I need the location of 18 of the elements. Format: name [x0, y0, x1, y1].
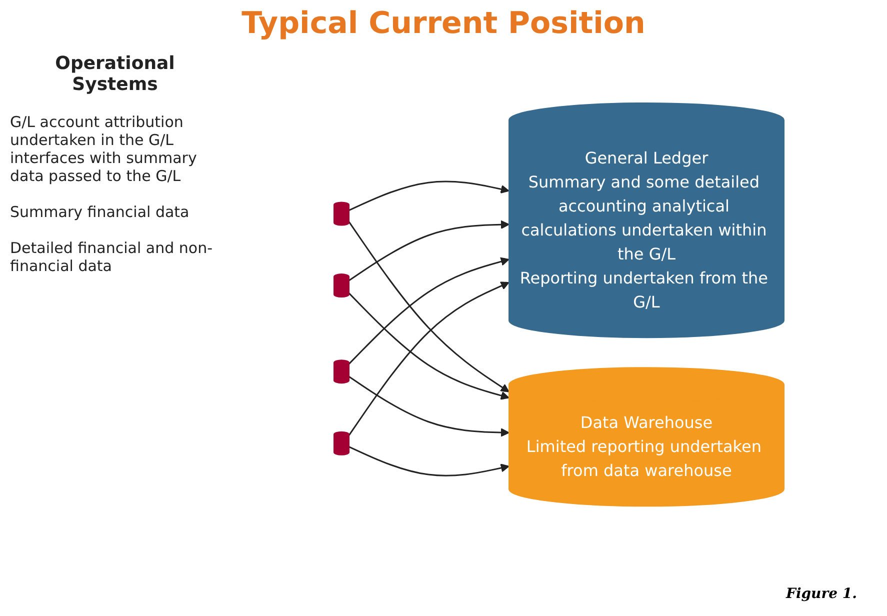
arrow	[348, 376, 509, 438]
arrow	[348, 222, 509, 393]
arrow	[348, 220, 509, 282]
title: Typical Current Position	[240, 6, 646, 41]
node-cylinder	[333, 432, 349, 456]
node-cylinder	[333, 360, 349, 384]
group-heading: Operational Systems	[54, 53, 176, 95]
arrow	[348, 282, 509, 436]
caption: Figure 1.	[786, 586, 857, 602]
note-text: G/L account attribution undertaken in the G/L interfaces with summary data passed to the G/L	[10, 113, 198, 185]
arrow	[348, 181, 509, 212]
note-text: Summary financial data	[10, 203, 190, 221]
node-cylinder	[333, 274, 349, 298]
node-cylinder	[333, 202, 349, 226]
arrow	[348, 293, 509, 400]
note-text: Detailed financial and non-financial data	[10, 239, 214, 275]
arrow	[348, 258, 509, 365]
arrow	[348, 446, 509, 477]
